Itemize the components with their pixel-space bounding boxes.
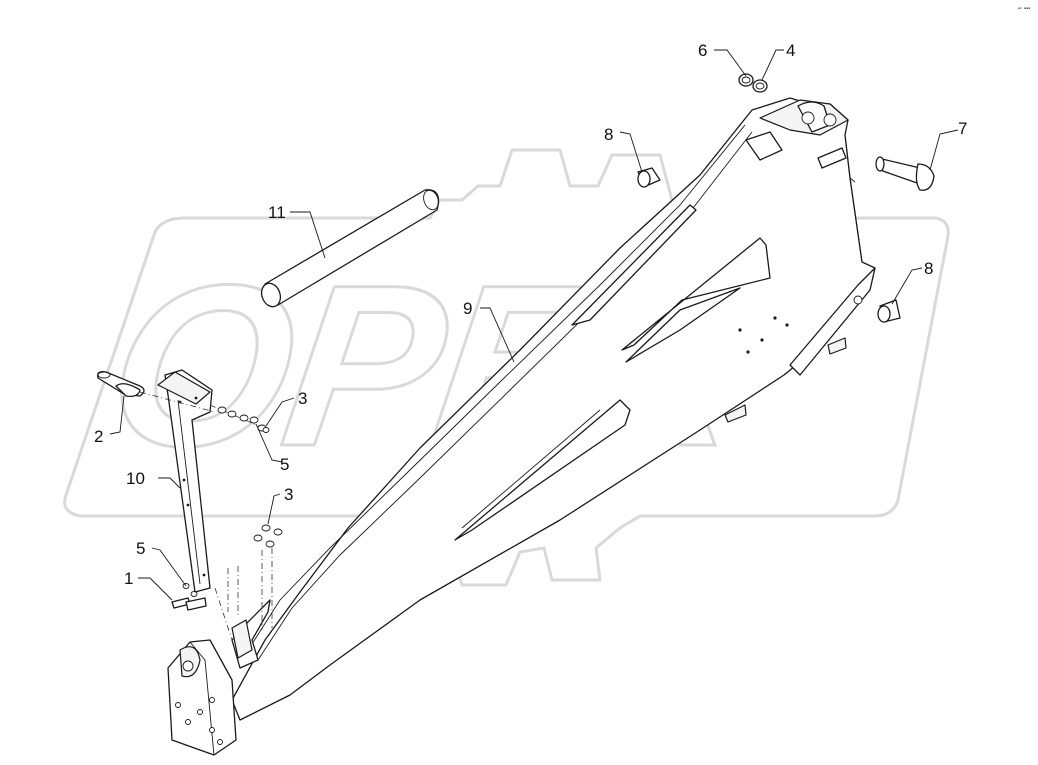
part-11-tube xyxy=(260,189,440,308)
mounting-bracket xyxy=(167,639,237,756)
part-8-bushing-top xyxy=(637,167,661,188)
callout-10: 10 xyxy=(126,469,145,488)
part-8-bushing-right xyxy=(877,299,901,323)
callout-5-upper: 5 xyxy=(280,455,289,474)
corner-mark: ▪▫ ▪▪▪ xyxy=(1018,6,1030,12)
leader-lines xyxy=(109,49,959,601)
part-4-ring xyxy=(752,79,768,93)
callout-1: 1 xyxy=(124,569,133,588)
callout-2: 2 xyxy=(94,427,103,446)
watermark-gear-outline xyxy=(63,148,950,587)
part-10-strap xyxy=(157,369,213,593)
callout-4: 4 xyxy=(786,41,795,60)
callout-7: 7 xyxy=(958,119,967,138)
callout-8-top: 8 xyxy=(604,125,613,144)
callouts: 11 9 6 4 8 7 8 2 3 5 10 3 5 1 xyxy=(94,41,967,588)
callout-9: 9 xyxy=(463,299,472,318)
callout-6: 6 xyxy=(698,41,707,60)
callout-5-lower: 5 xyxy=(136,539,145,558)
fasteners-upper xyxy=(209,404,270,433)
part-9-boom-arm xyxy=(231,97,876,721)
part-2-shackle xyxy=(97,370,216,413)
callout-3-upper: 3 xyxy=(298,389,307,408)
callout-3-lower: 3 xyxy=(284,485,293,504)
callout-8-right: 8 xyxy=(924,259,933,278)
part-6-ring xyxy=(738,73,754,87)
part-7-pin xyxy=(875,156,935,191)
callout-11: 11 xyxy=(268,203,286,222)
